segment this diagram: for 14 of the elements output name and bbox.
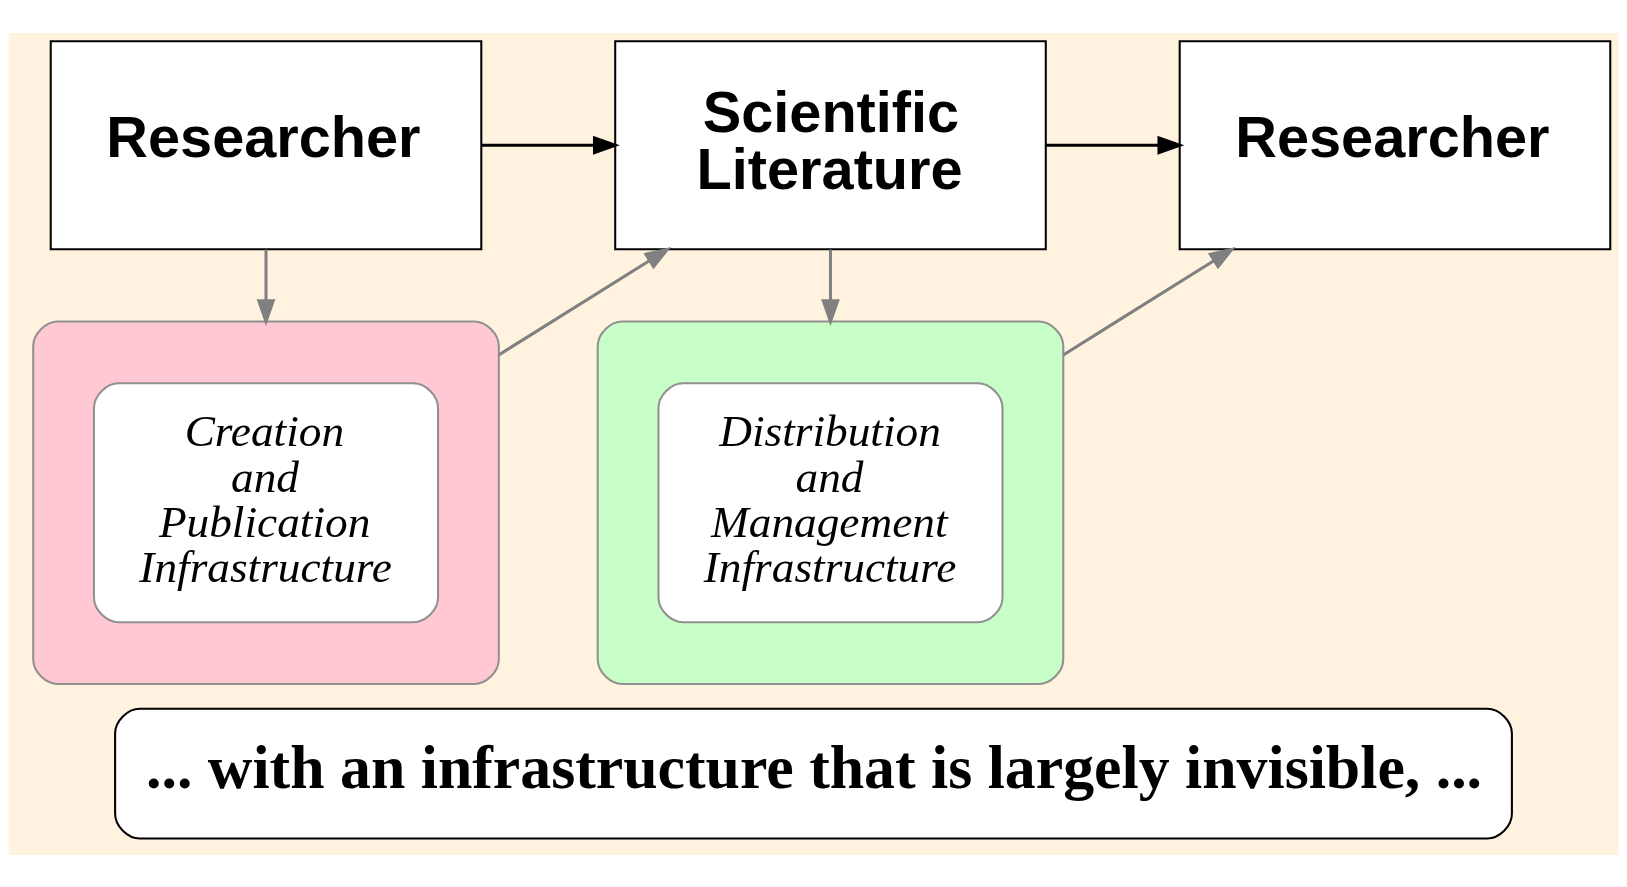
arrow (1046, 135, 1185, 155)
node-box: Scientific Literature (614, 39, 1047, 250)
node-box: Researcher (49, 39, 483, 250)
node-box: Researcher (1178, 39, 1612, 250)
arrow (821, 249, 840, 326)
arrow (1062, 246, 1236, 356)
caption: ... with an infrastructure that is largely invisible, ... (146, 732, 1483, 801)
arrow (256, 249, 276, 326)
cluster (32, 319, 500, 685)
arrow (481, 135, 620, 155)
cluster (596, 319, 1065, 685)
node-box: Creation and Publication Infrastructure (92, 381, 440, 623)
node-box: Distribution and Management Infrastructure (657, 381, 1004, 623)
arrow (498, 246, 672, 356)
